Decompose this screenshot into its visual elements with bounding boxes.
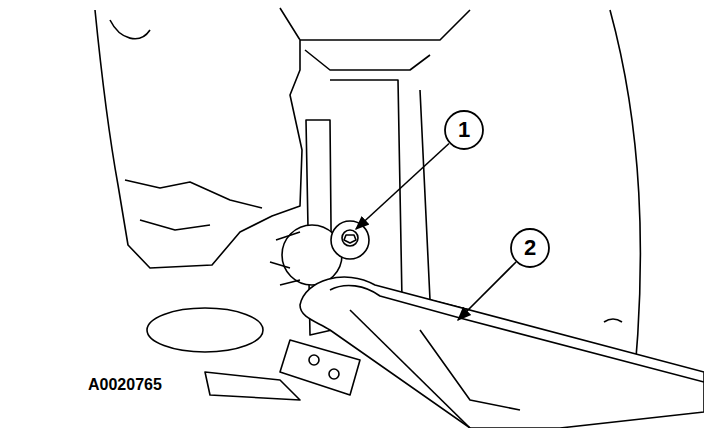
figure-code: A0020765	[88, 376, 162, 394]
callout-number: 1	[444, 110, 484, 150]
callout-circle: 2	[510, 228, 550, 268]
callout-number: 2	[510, 228, 550, 268]
callout-circle: 1	[444, 110, 484, 150]
